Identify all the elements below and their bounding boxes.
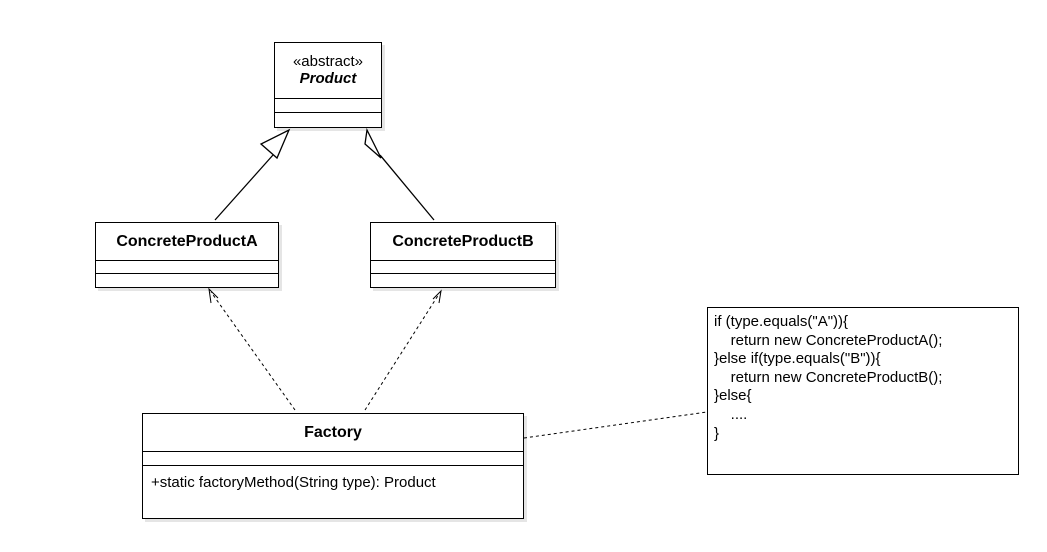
generalization-arrowhead-icon (364, 127, 382, 159)
open-arrowhead-icon (432, 289, 442, 304)
note-anchor-line (523, 411, 708, 439)
note-line: }else{ (714, 387, 752, 405)
generalization-b-to-product (364, 127, 435, 221)
operations-section (275, 113, 381, 127)
class-product-header: «abstract» Product (275, 43, 381, 99)
generalization-arrowhead-icon (259, 128, 291, 160)
class-concrete-product-a[interactable]: ConcreteProductA (95, 222, 279, 288)
class-name: Factory (143, 414, 523, 452)
code-note[interactable]: if (type.equals("A")){ return new Concre… (707, 307, 1019, 475)
open-arrowhead-icon (208, 287, 219, 304)
operations-section (371, 274, 555, 287)
note-line: .... (714, 405, 748, 423)
operations-section (96, 274, 278, 287)
factory-method-operation: +static factoryMethod(String type): Prod… (151, 474, 436, 491)
attributes-section (371, 261, 555, 274)
note-line: if (type.equals("A")){ (714, 313, 849, 330)
attributes-section (275, 99, 381, 113)
note-line: } (714, 424, 720, 442)
class-name: ConcreteProductB (371, 223, 555, 261)
class-concrete-product-b[interactable]: ConcreteProductB (370, 222, 556, 288)
class-name: Product (299, 70, 357, 87)
class-product[interactable]: «abstract» Product (274, 42, 382, 128)
stereotype-label: «abstract» (292, 53, 364, 70)
class-name: ConcreteProductA (96, 223, 278, 261)
note-line: return new ConcreteProductA(); (714, 331, 943, 349)
attributes-section (96, 261, 278, 274)
note-line: }else if(type.equals("B")){ (714, 350, 881, 368)
dependency-factory-to-b (364, 289, 442, 411)
generalization-a-to-product (214, 128, 291, 221)
dependency-factory-to-a (208, 287, 296, 411)
attributes-section (143, 452, 523, 466)
note-line: return new ConcreteProductB(); (714, 368, 943, 386)
class-factory[interactable]: Factory +static factoryMethod(String typ… (142, 413, 524, 519)
